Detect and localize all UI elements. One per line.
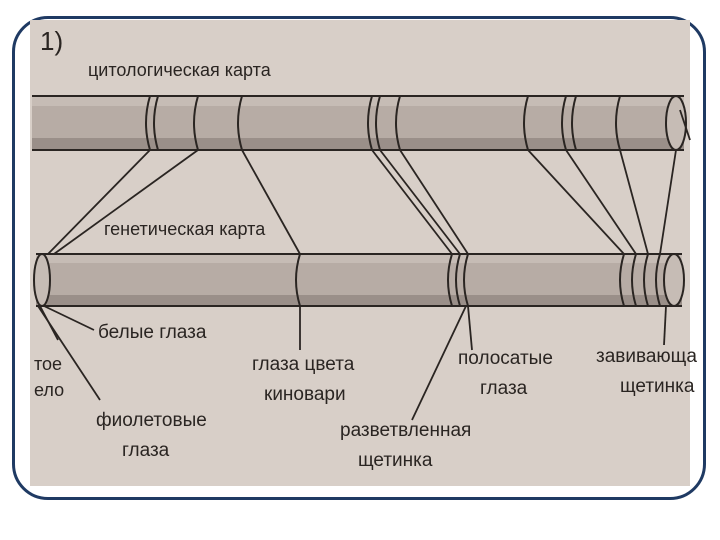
label-violet-eyes-2: глаза: [122, 440, 170, 461]
figure-number: 1): [40, 26, 63, 56]
label-striped-eyes-2: глаза: [480, 378, 528, 399]
label-white-eyes: белые глаза: [98, 322, 207, 343]
label-yellow-body-2: ело: [34, 380, 64, 400]
label-branched-bristle-2: щетинка: [358, 450, 433, 471]
label-cytological-map: цитологическая карта: [88, 60, 272, 80]
label-curled-bristle-1: завивающа: [596, 346, 697, 367]
cytological-map-rod: [32, 96, 686, 150]
label-yellow-body-1: тое: [34, 354, 62, 374]
label-violet-eyes-1: фиолетовые: [96, 410, 207, 431]
label-cinnabar-eyes-2: киновари: [264, 384, 346, 405]
label-genetic-map: генетическая карта: [104, 219, 266, 239]
label-curled-bristle-2: щетинка: [620, 376, 695, 397]
label-cinnabar-eyes-1: глаза цвета: [252, 354, 355, 375]
genetic-map-rod: [34, 254, 684, 306]
label-striped-eyes-1: полосатые: [458, 348, 553, 369]
label-branched-bristle-1: разветвленная: [340, 420, 471, 441]
